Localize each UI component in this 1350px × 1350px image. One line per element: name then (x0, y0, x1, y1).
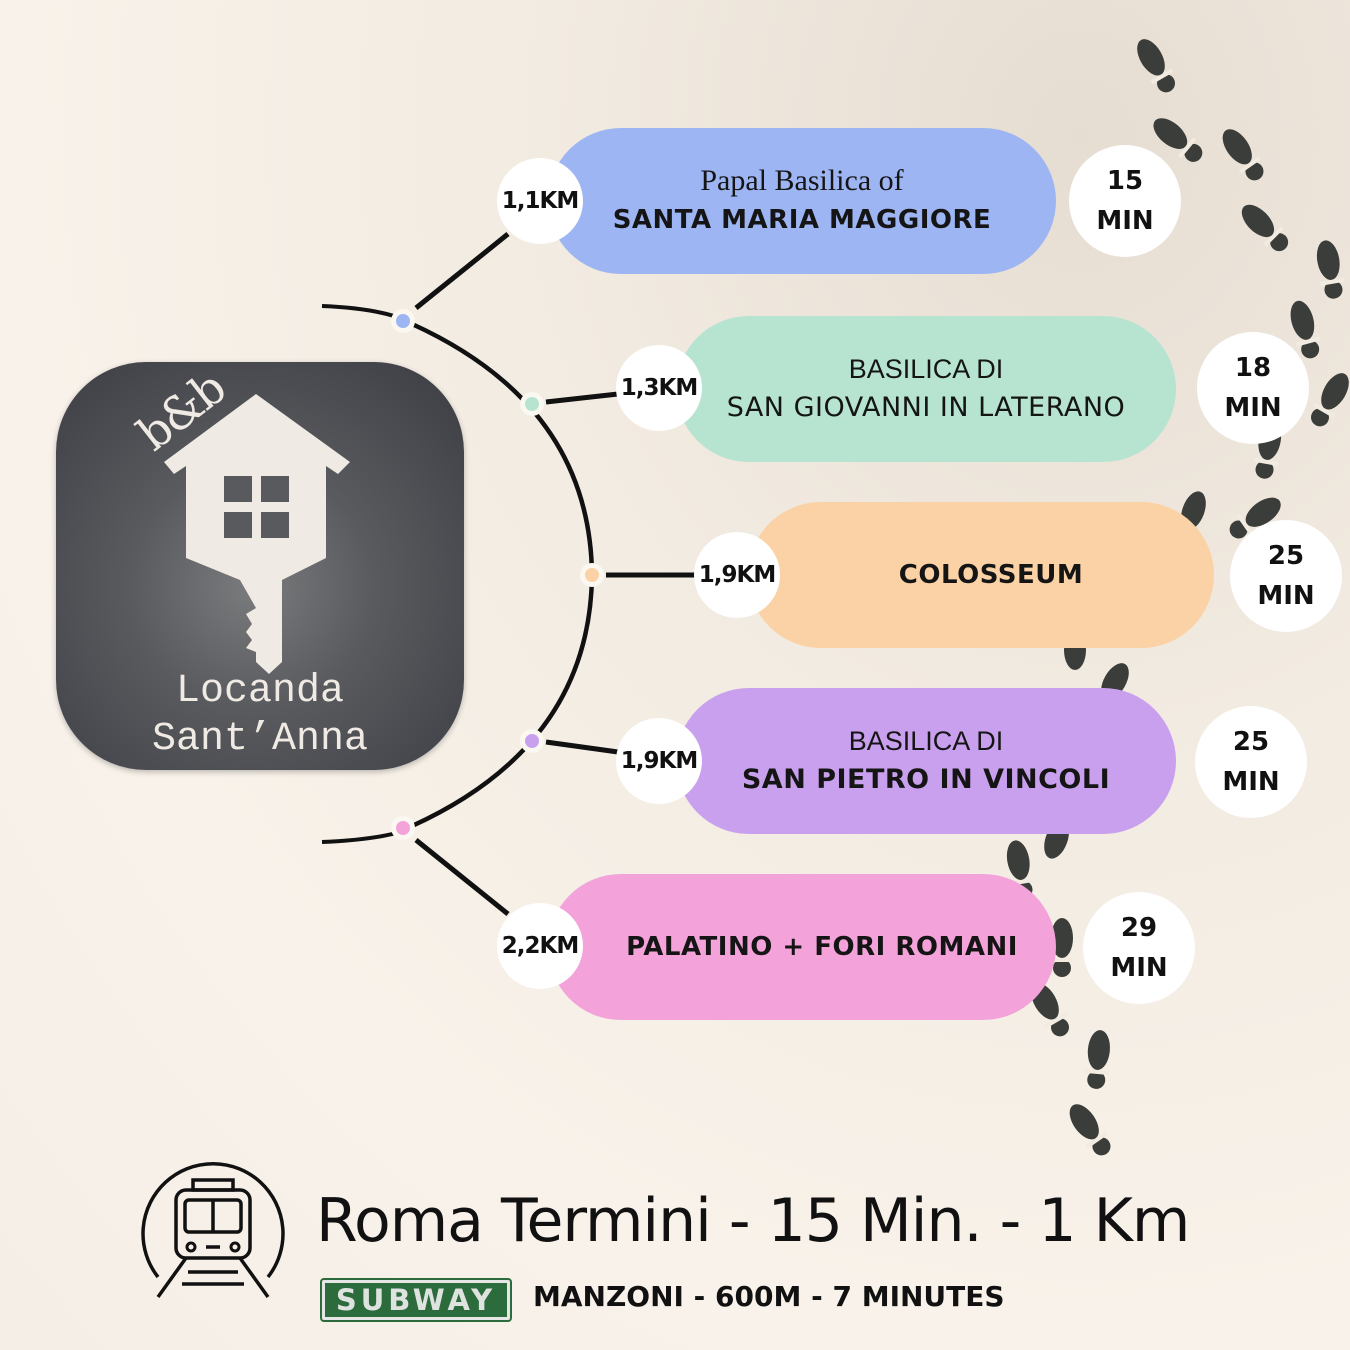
subway-info: MANZONI - 600M - 7 MINUTES (533, 1280, 1005, 1313)
subway-badge: SUBWAY (320, 1278, 512, 1322)
node-dot-5 (391, 816, 415, 840)
logo-name-line2: Sant’Anna (151, 717, 369, 762)
destination-card-san-giovanni-in-laterano[interactable]: BASILICA DI SAN GIOVANNI IN LATERANO (676, 316, 1176, 462)
distance-badge: 2,2KM (497, 903, 583, 989)
distance-badge: 1,9KM (694, 532, 780, 618)
destination-subtitle: BASILICA DI (848, 354, 1004, 384)
node-dot-4 (520, 729, 544, 753)
node-dot-3 (580, 563, 604, 587)
station-info: Roma Termini - 15 Min. - 1 Km (316, 1186, 1190, 1256)
house-key-icon (164, 394, 350, 674)
logo-name-line1: Locanda (175, 669, 345, 714)
node-dot-2 (520, 392, 544, 416)
destination-card-san-pietro-in-vincoli[interactable]: BASILICA DI SAN PIETRO IN VINCOLI (676, 688, 1176, 834)
destination-title: COLOSSEUM (898, 560, 1084, 590)
train-icon (141, 1162, 285, 1299)
destination-title: SAN PIETRO IN VINCOLI (741, 764, 1111, 795)
node-dot-1 (391, 309, 415, 333)
destination-card-palatino-fori-romani[interactable]: PALATINO + FORI ROMANI (548, 874, 1056, 1020)
destination-card-santa-maria-maggiore[interactable]: Papal Basilica of SANTA MARIA MAGGIORE (548, 128, 1056, 274)
destination-title: SAN GIOVANNI IN LATERANO (726, 392, 1126, 423)
distance-badge: 1,9KM (616, 718, 702, 804)
distance-badge: 1,3KM (616, 345, 702, 431)
distance-badge: 1,1KM (497, 158, 583, 244)
destination-subtitle: Papal Basilica of (700, 164, 904, 197)
destination-title: SANTA MARIA MAGGIORE (612, 205, 992, 235)
destination-subtitle: BASILICA DI (848, 726, 1004, 756)
destination-card-colosseum[interactable]: COLOSSEUM (748, 502, 1214, 648)
logo-badge: b&b Locanda Sant’Anna (56, 361, 464, 770)
destination-title: PALATINO + FORI ROMANI (626, 932, 1018, 962)
